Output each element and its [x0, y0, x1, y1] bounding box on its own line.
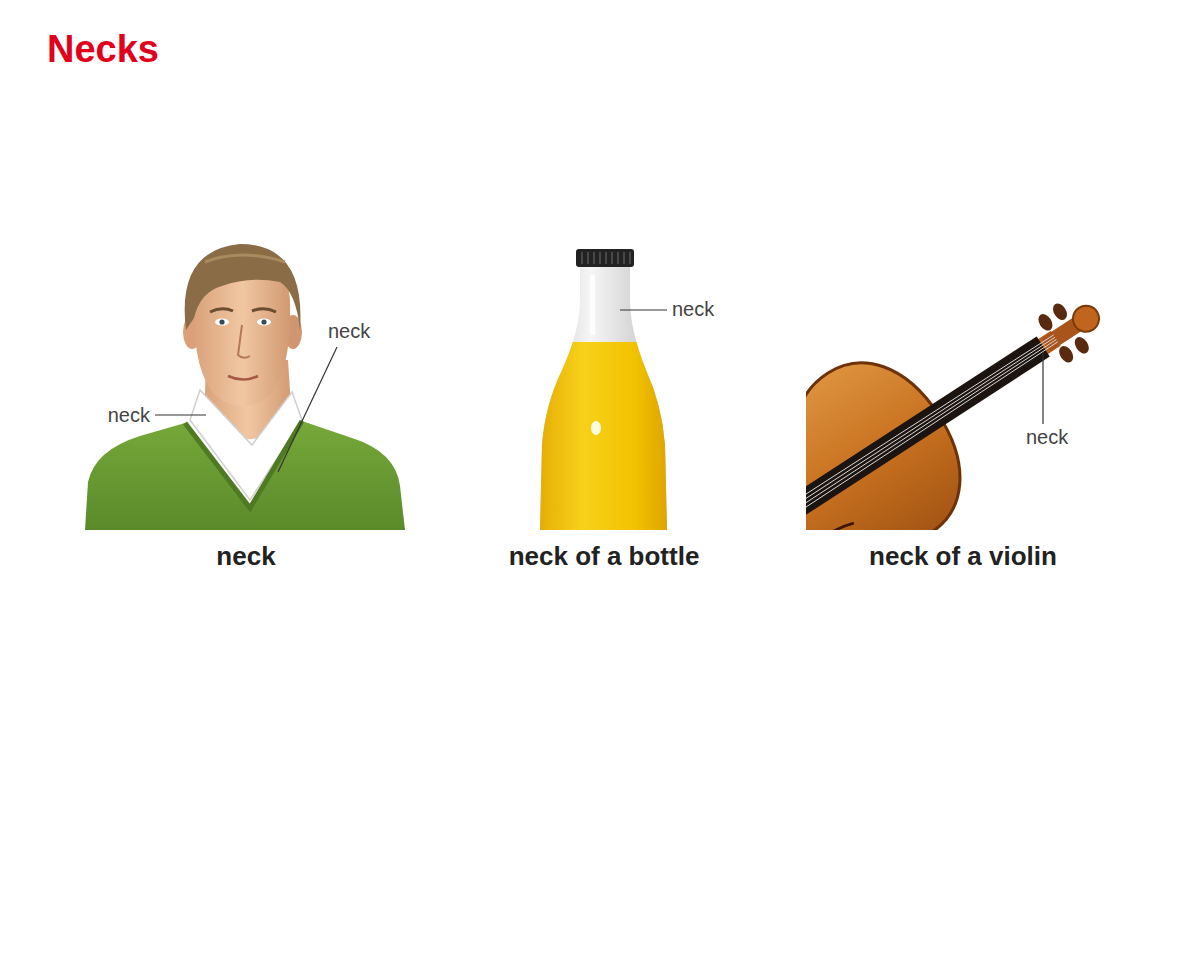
peg [1050, 301, 1070, 323]
bottle-cap [576, 249, 634, 267]
cap-ridges [582, 252, 630, 264]
bottle-illustration [530, 249, 680, 542]
scroll [1068, 301, 1104, 337]
f-hole [806, 445, 807, 481]
eye [215, 319, 229, 326]
nose [238, 325, 250, 358]
caption: neck of a violin [869, 541, 1057, 572]
pupil [219, 319, 224, 324]
peg [1056, 343, 1076, 365]
man-illustration [85, 244, 405, 530]
mouth [228, 376, 258, 380]
leader-line [620, 309, 667, 310]
bottle-liquid [530, 342, 680, 542]
peg [1036, 312, 1056, 334]
hair-shade [205, 255, 285, 262]
eye [257, 319, 271, 326]
part-label: neck [1026, 425, 1068, 449]
part-label: neck [672, 297, 714, 321]
bottle-highlight [591, 421, 601, 435]
brow [210, 309, 233, 312]
leader-line [1042, 352, 1043, 424]
strings [806, 333, 1059, 530]
sweater-rib [185, 421, 302, 508]
leader-lines [155, 310, 1043, 472]
caption: neck of a bottle [509, 541, 700, 572]
leader-line [155, 414, 206, 415]
caption: neck [216, 541, 275, 572]
violin-illustration [806, 270, 1116, 530]
sweater [85, 421, 405, 530]
part-label: neck [108, 403, 150, 427]
part-label: neck [328, 319, 370, 343]
hair [185, 244, 301, 330]
pupil [261, 319, 266, 324]
leader-line [278, 347, 337, 472]
bottle-highlight [590, 275, 595, 335]
f-hole [806, 519, 856, 530]
title: Necks [47, 27, 159, 73]
peg [1072, 334, 1092, 356]
brow [252, 309, 276, 312]
